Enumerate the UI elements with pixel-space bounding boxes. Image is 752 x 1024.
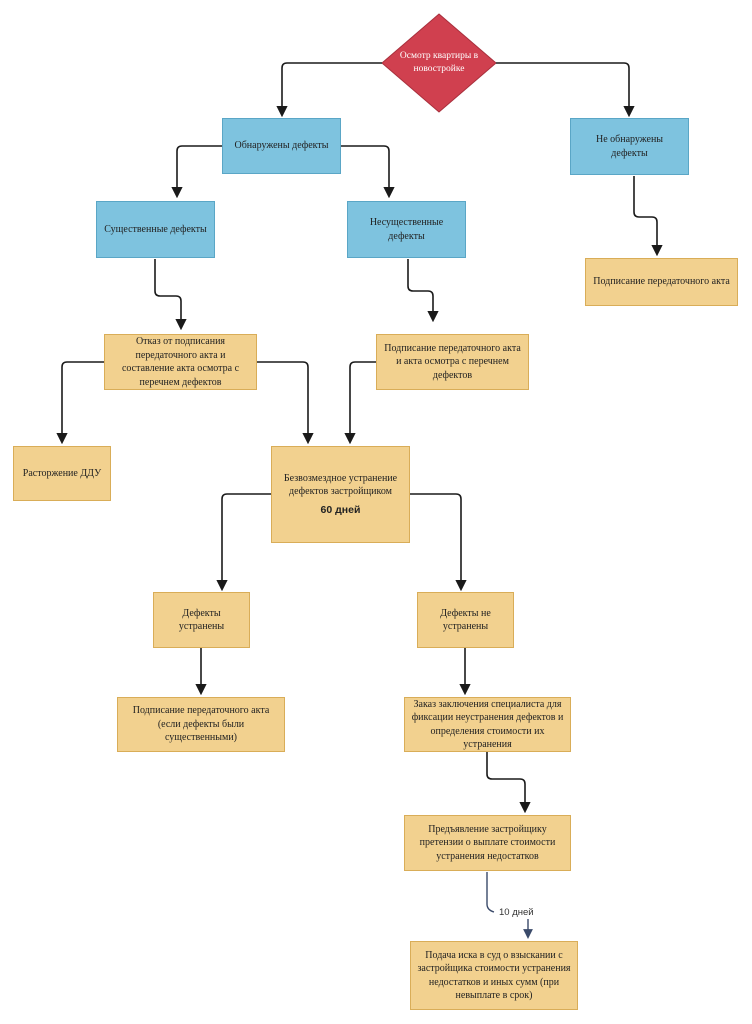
edge-label-10-days: 10 дней: [496, 906, 537, 919]
edge-fix-notfixed: [410, 493, 467, 592]
sign-with-inspection-label: Подписание передаточного акта и акта осм…: [384, 342, 521, 381]
significant-defects-label: Существенные дефекты: [104, 223, 207, 235]
sign-if-significant-label: Подписание передаточного акта (если дефе…: [132, 705, 270, 744]
edge-refuse-fix: [257, 361, 314, 445]
sign-act-label: Подписание передаточного акта: [593, 276, 730, 288]
terminate-box: Расторжение ДДУ: [13, 446, 111, 501]
defects-not-fixed-label: Дефекты не устранены: [440, 607, 491, 633]
refuse-label: Отказ от подписания передаточного акта и…: [121, 336, 240, 388]
start-label: Осмотр квартиры в новостройке: [399, 50, 479, 74]
lawsuit-box: Подача иска в суд о взыскании с застройщ…: [410, 941, 578, 1010]
edge-significant-refuse: [154, 259, 187, 331]
defects-fixed-box: Дефекты устранены: [153, 592, 250, 648]
no-defects-box: Не обнаружены дефекты: [570, 118, 689, 175]
no-defects-label: Не обнаружены дефекты: [595, 134, 664, 159]
edge-fix-fixed: [216, 493, 271, 592]
start-diamond: [381, 13, 497, 113]
sign-with-inspection-box: Подписание передаточного акта и акта осм…: [376, 334, 529, 390]
refuse-box: Отказ от подписания передаточного акта и…: [104, 334, 257, 390]
edge-start-found: [276, 62, 382, 118]
defects-not-fixed-box: Дефекты не устранены: [417, 592, 514, 648]
edge-found-insignificant: [341, 145, 395, 199]
lawsuit-label: Подача иска в суд о взыскании с застройщ…: [417, 949, 571, 1002]
sign-act-box: Подписание передаточного акта: [585, 258, 738, 306]
defects-fixed-label: Дефекты устранены: [178, 607, 225, 633]
edge-insignificant-sign: [407, 259, 439, 323]
free-fix-box: Безвозмездное устранение дефектов застро…: [271, 446, 410, 543]
expert-label: Заказ заключения специалиста для фиксаци…: [411, 698, 564, 751]
insignificant-defects-box: Несущественные дефекты: [347, 201, 466, 258]
edge-refuse-terminate: [56, 361, 104, 445]
free-fix-days: 60 дней: [320, 503, 361, 516]
claim-label: Предъявление застройщику претензии о вып…: [419, 823, 556, 862]
terminate-label: Расторжение ДДУ: [22, 467, 102, 479]
edge-notfound-sign: [633, 176, 663, 257]
edge-expert-claim: [486, 752, 531, 814]
edge-start-notfound: [496, 62, 635, 118]
expert-box: Заказ заключения специалиста для фиксаци…: [404, 697, 571, 752]
found-defects-label: Обнаружены дефекты: [234, 140, 329, 152]
sign-if-significant-box: Подписание передаточного акта (если дефе…: [117, 697, 285, 752]
edge-found-significant: [171, 145, 222, 199]
found-defects-box: Обнаружены дефекты: [222, 118, 341, 174]
edge-claim-lawsuit: [486, 872, 495, 913]
claim-box: Предъявление застройщику претензии о вып…: [404, 815, 571, 871]
significant-defects-box: Существенные дефекты: [96, 201, 215, 258]
edge-sign-fix: [344, 361, 376, 445]
insignificant-defects-label: Несущественные дефекты: [369, 217, 444, 242]
free-fix-label: Безвозмездное устранение дефектов застро…: [283, 472, 398, 498]
